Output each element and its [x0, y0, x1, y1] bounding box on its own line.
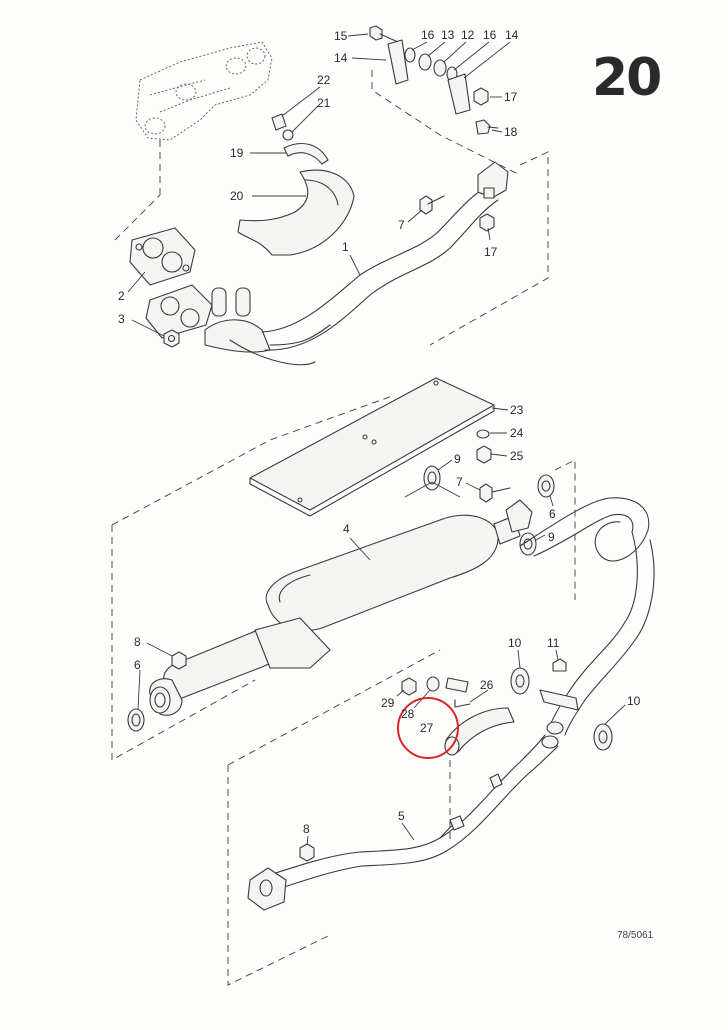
callout-17: 17 — [484, 245, 498, 259]
callout-17: 17 — [504, 90, 518, 104]
callout-19: 19 — [230, 146, 244, 160]
front-pipe-part-1 — [145, 161, 509, 366]
callout-16: 16 — [483, 28, 497, 42]
callout-18: 18 — [504, 125, 518, 139]
callout-23: 23 — [510, 403, 524, 417]
callout-28: 28 — [401, 707, 415, 721]
leader-lines — [127, 33, 626, 846]
assembly-frames — [111, 70, 576, 986]
callout-12: 12 — [461, 28, 475, 42]
callout-9: 9 — [548, 530, 555, 544]
callout-10: 10 — [508, 636, 522, 650]
callout-1: 1 — [342, 240, 349, 254]
nut-part-17-lower — [479, 213, 495, 232]
page-number: 20 — [592, 48, 662, 108]
callout-11: 11 — [547, 636, 560, 650]
hanger-hardware-12-18 — [369, 25, 499, 135]
rear-pipe-part-5 — [247, 734, 559, 911]
callout-7: 7 — [456, 475, 463, 489]
heat-shield-part-20 — [237, 169, 355, 256]
callout-20: 20 — [230, 189, 244, 203]
callout-10: 10 — [627, 694, 641, 708]
callout-numbers: 15 16 13 12 16 14 14 17 18 22 21 19 20 7… — [118, 28, 641, 836]
callout-14: 14 — [334, 51, 348, 65]
bolt-part-7-upper — [419, 195, 445, 215]
center-muffler-part-4 — [149, 499, 533, 716]
callout-8: 8 — [303, 822, 310, 836]
callout-26: 26 — [480, 678, 494, 692]
highlight-circle — [397, 697, 459, 759]
callout-6: 6 — [549, 507, 556, 521]
callout-6: 6 — [134, 658, 141, 672]
gasket-part-2 — [129, 227, 196, 286]
callout-29: 29 — [381, 696, 395, 710]
nut-part-3 — [163, 329, 180, 348]
callout-27: 27 — [420, 721, 434, 735]
intermediate-pipe-26-29 — [401, 676, 515, 756]
callout-16: 16 — [421, 28, 435, 42]
callout-8: 8 — [134, 635, 141, 649]
rubber-mounts-6-9-10 — [127, 465, 613, 751]
callout-25: 25 — [510, 449, 524, 463]
drawing-reference: 78/5061 — [617, 930, 654, 941]
callout-21: 21 — [317, 96, 331, 110]
callout-15: 15 — [334, 29, 348, 43]
callout-3: 3 — [118, 312, 125, 326]
engine-manifold-outline — [135, 41, 273, 195]
callout-13: 13 — [441, 28, 455, 42]
callout-7: 7 — [398, 218, 405, 232]
mounting-plate-part-23 — [249, 377, 495, 517]
callout-22: 22 — [317, 73, 331, 87]
clip-parts-19-21-22 — [271, 113, 329, 165]
callout-9: 9 — [454, 452, 461, 466]
callout-5: 5 — [398, 809, 405, 823]
callout-2: 2 — [118, 289, 125, 303]
fasteners-7-8-11 — [171, 483, 567, 862]
callout-4: 4 — [343, 522, 350, 536]
tail-pipe-loop — [519, 497, 655, 736]
callout-14: 14 — [505, 28, 519, 42]
callout-24: 24 — [510, 426, 524, 440]
